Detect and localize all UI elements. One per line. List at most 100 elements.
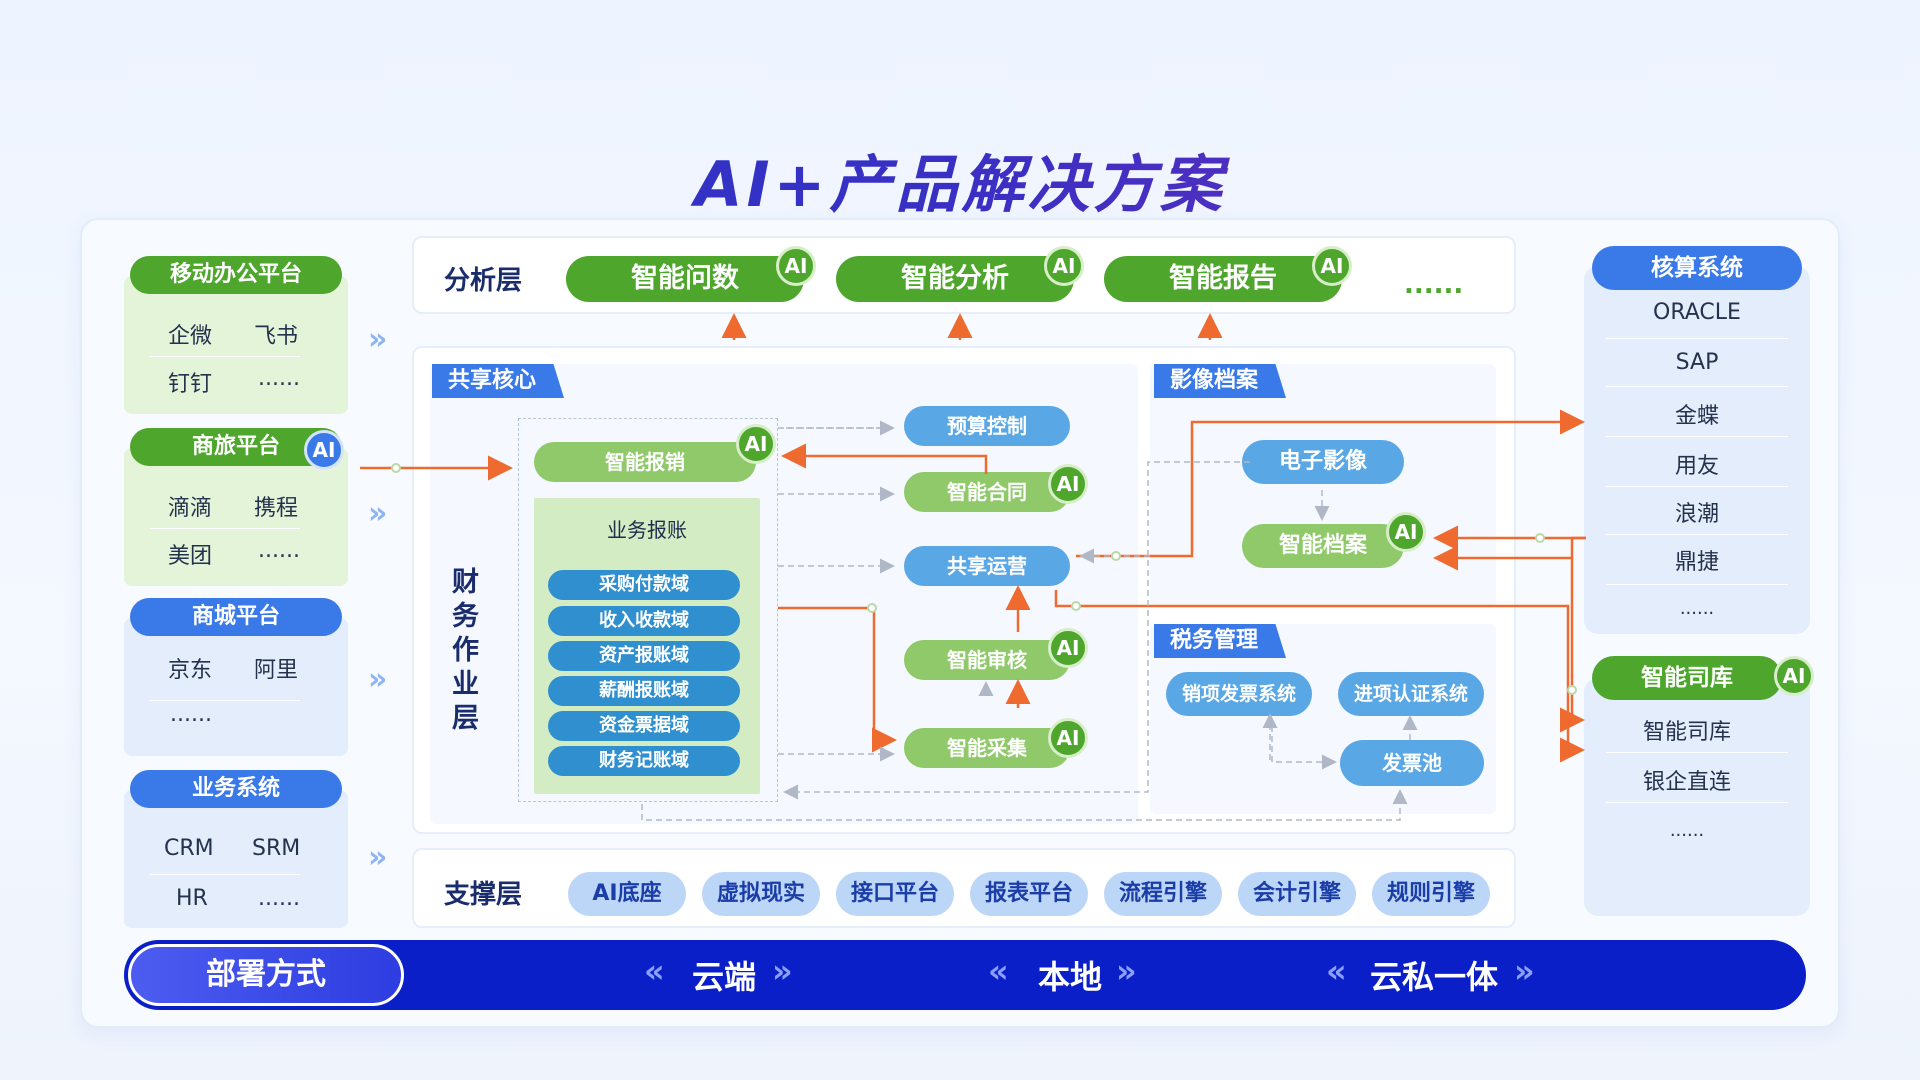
smart-analysis-ai-icon: AI <box>1044 246 1084 286</box>
domain-asset[interactable]: 资产报账域 <box>548 641 740 671</box>
smart-reimburse-ai-icon: AI <box>736 424 776 464</box>
business-card[interactable]: 业务系统 <box>124 770 348 928</box>
treasury-item-smart[interactable]: 智能司库 <box>1642 720 1731 745</box>
finance-layer-label: 财务作业层 <box>452 567 479 734</box>
mall-card[interactable]: 商城平台 <box>124 598 348 756</box>
left-item-didi[interactable]: 滴滴 <box>168 496 213 521</box>
left-item-feishu[interactable]: 飞书 <box>254 324 299 349</box>
support-rule-engine[interactable]: 规则引擎 <box>1372 872 1490 916</box>
deploy-bar <box>124 940 1806 1010</box>
domain-ledger[interactable]: 财务记账域 <box>548 746 740 776</box>
analysis-more: ...... <box>1404 270 1464 300</box>
smart-analysis-button[interactable]: 智能分析 <box>836 256 1074 302</box>
chevron-left-icon: « <box>988 952 1009 990</box>
left-item-more-3: ...... <box>170 702 212 727</box>
chevron-left-icon: « <box>1326 952 1347 990</box>
business-title: 业务系统 <box>130 770 342 808</box>
acc-item-yonyou[interactable]: 用友 <box>1674 454 1719 479</box>
left-item-crm[interactable]: CRM <box>164 836 214 861</box>
tax-tag: 税务管理 <box>1154 624 1286 658</box>
acc-item-sap[interactable]: SAP <box>1675 350 1719 375</box>
invoice-pool-button[interactable]: 发票池 <box>1340 740 1484 786</box>
support-layer-label: 支撑层 <box>444 880 523 910</box>
smart-query-ai-icon: AI <box>776 246 816 286</box>
chevron-left-icon: « <box>644 952 665 990</box>
analysis-layer-label: 分析层 <box>444 266 523 296</box>
image-tag: 影像档案 <box>1154 364 1286 398</box>
chevron-right-icon: » <box>1116 952 1137 990</box>
mobile-office-card[interactable]: 移动办公平台 <box>124 256 348 414</box>
treasury-card[interactable] <box>1584 678 1810 916</box>
left-item-ctrip[interactable]: 携程 <box>254 496 299 521</box>
support-interface-platform[interactable]: 接口平台 <box>836 872 954 916</box>
acc-item-inspur[interactable]: 浪潮 <box>1674 502 1719 527</box>
acc-item-more: ...... <box>1679 598 1715 619</box>
smart-report-ai-icon: AI <box>1312 246 1352 286</box>
support-report-platform[interactable]: 报表平台 <box>970 872 1088 916</box>
left-item-more-2: ...... <box>258 538 300 563</box>
sales-invoice-button[interactable]: 销项发票系统 <box>1166 672 1312 716</box>
connector-dots <box>391 463 1577 695</box>
deploy-mode-button[interactable]: 部署方式 <box>128 944 404 1006</box>
smart-audit-button[interactable]: 智能审核 <box>904 640 1070 680</box>
domain-purchase[interactable]: 采购付款域 <box>548 570 740 600</box>
chevron-right-icon: » <box>772 952 793 990</box>
business-account-title: 业务报账 <box>607 518 687 542</box>
domain-income[interactable]: 收入收款域 <box>548 606 740 636</box>
smart-audit-ai-icon: AI <box>1048 628 1088 668</box>
deploy-cloud[interactable]: 云端 <box>692 958 757 996</box>
smart-report-button[interactable]: 智能报告 <box>1104 256 1342 302</box>
left-item-qiwei[interactable]: 企微 <box>168 324 213 349</box>
smart-contract-button[interactable]: 智能合同 <box>904 472 1070 512</box>
left-item-ali[interactable]: 阿里 <box>254 658 299 683</box>
chevron-right-icon: » <box>368 496 388 531</box>
smart-archive-ai-icon: AI <box>1386 512 1426 552</box>
smart-archive-button[interactable]: 智能档案 <box>1242 524 1404 568</box>
smart-contract-ai-icon: AI <box>1048 464 1088 504</box>
left-item-meituan[interactable]: 美团 <box>168 544 213 569</box>
treasury-ai-icon: AI <box>1774 656 1814 696</box>
chevron-right-icon: » <box>368 322 388 357</box>
treasury-title: 智能司库 <box>1592 656 1782 700</box>
page-title: AI+产品解决方案 <box>0 134 1920 224</box>
smart-collect-button[interactable]: 智能采集 <box>904 728 1070 768</box>
chevron-right-icon: » <box>1514 952 1535 990</box>
left-item-dingding[interactable]: 钉钉 <box>168 372 213 397</box>
domain-salary[interactable]: 薪酬报账域 <box>548 676 740 706</box>
chevron-right-icon: » <box>368 662 388 697</box>
gray-dashed-arrows <box>641 420 1418 821</box>
accounting-title: 核算系统 <box>1592 246 1802 290</box>
deploy-local[interactable]: 本地 <box>1038 958 1103 996</box>
travel-ai-icon: AI <box>304 430 344 470</box>
acc-item-kingdee[interactable]: 金蝶 <box>1674 404 1719 429</box>
mobile-office-title: 移动办公平台 <box>130 256 342 294</box>
input-cert-button[interactable]: 进项认证系统 <box>1338 672 1484 716</box>
left-item-more-1: ...... <box>258 366 300 391</box>
deploy-hybrid[interactable]: 云私一体 <box>1370 958 1499 996</box>
treasury-item-more: ...... <box>1669 820 1705 841</box>
smart-reimburse-button[interactable]: 智能报销 <box>534 442 756 482</box>
orange-arrows <box>360 313 1586 763</box>
electronic-image-button[interactable]: 电子影像 <box>1242 440 1404 484</box>
domain-fund[interactable]: 资金票据域 <box>548 711 740 741</box>
core-tag: 共享核心 <box>432 364 564 398</box>
reimburse-dashed-box <box>518 418 778 802</box>
mall-title: 商城平台 <box>130 598 342 636</box>
acc-item-oracle[interactable]: ORACLE <box>1653 300 1741 325</box>
left-item-jd[interactable]: 京东 <box>168 658 213 683</box>
left-item-hr[interactable]: HR <box>176 886 208 911</box>
treasury-item-bank[interactable]: 银企直连 <box>1642 770 1731 795</box>
left-item-more-4: ...... <box>258 886 300 911</box>
accounting-card[interactable] <box>1584 266 1810 634</box>
smart-query-button[interactable]: 智能问数 <box>566 256 804 302</box>
left-item-srm[interactable]: SRM <box>252 836 301 861</box>
support-ai-base[interactable]: AI底座 <box>568 872 686 916</box>
acc-item-dingjie[interactable]: 鼎捷 <box>1674 550 1719 575</box>
support-process-engine[interactable]: 流程引擎 <box>1104 872 1222 916</box>
budget-control-button[interactable]: 预算控制 <box>904 406 1070 446</box>
travel-card[interactable]: 商旅平台 <box>124 428 348 586</box>
shared-operation-button[interactable]: 共享运营 <box>904 546 1070 586</box>
support-accounting-engine[interactable]: 会计引擎 <box>1238 872 1356 916</box>
support-virtual-reality[interactable]: 虚拟现实 <box>702 872 820 916</box>
